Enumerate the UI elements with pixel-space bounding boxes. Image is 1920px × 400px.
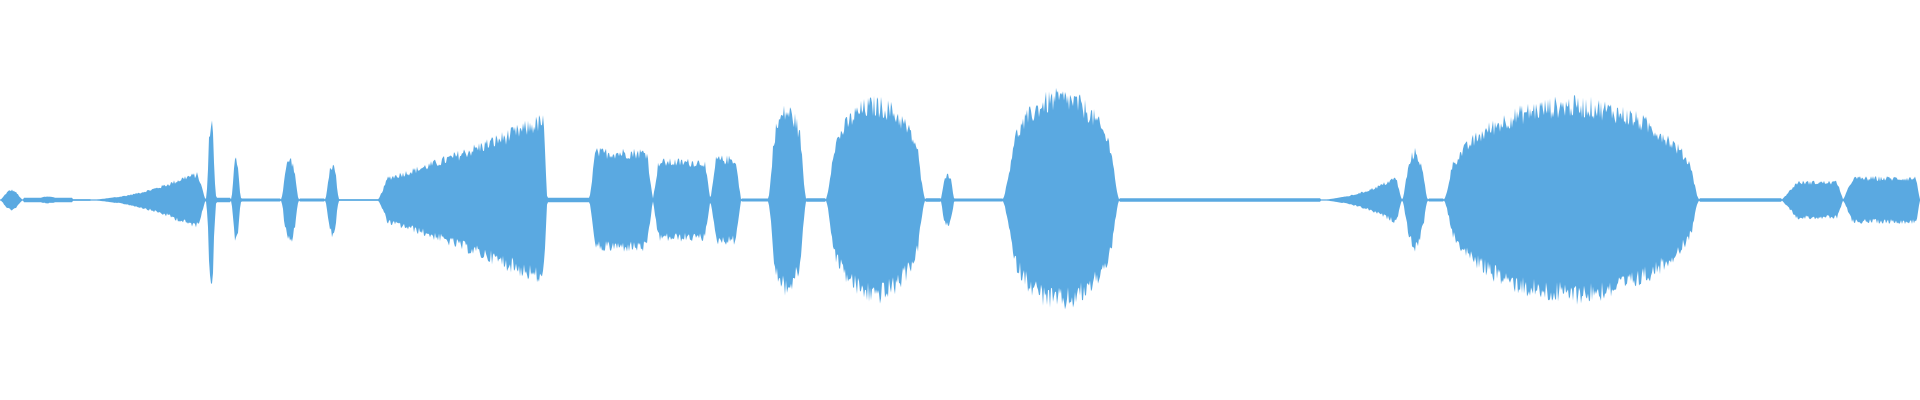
waveform-envelope [0, 87, 1920, 310]
